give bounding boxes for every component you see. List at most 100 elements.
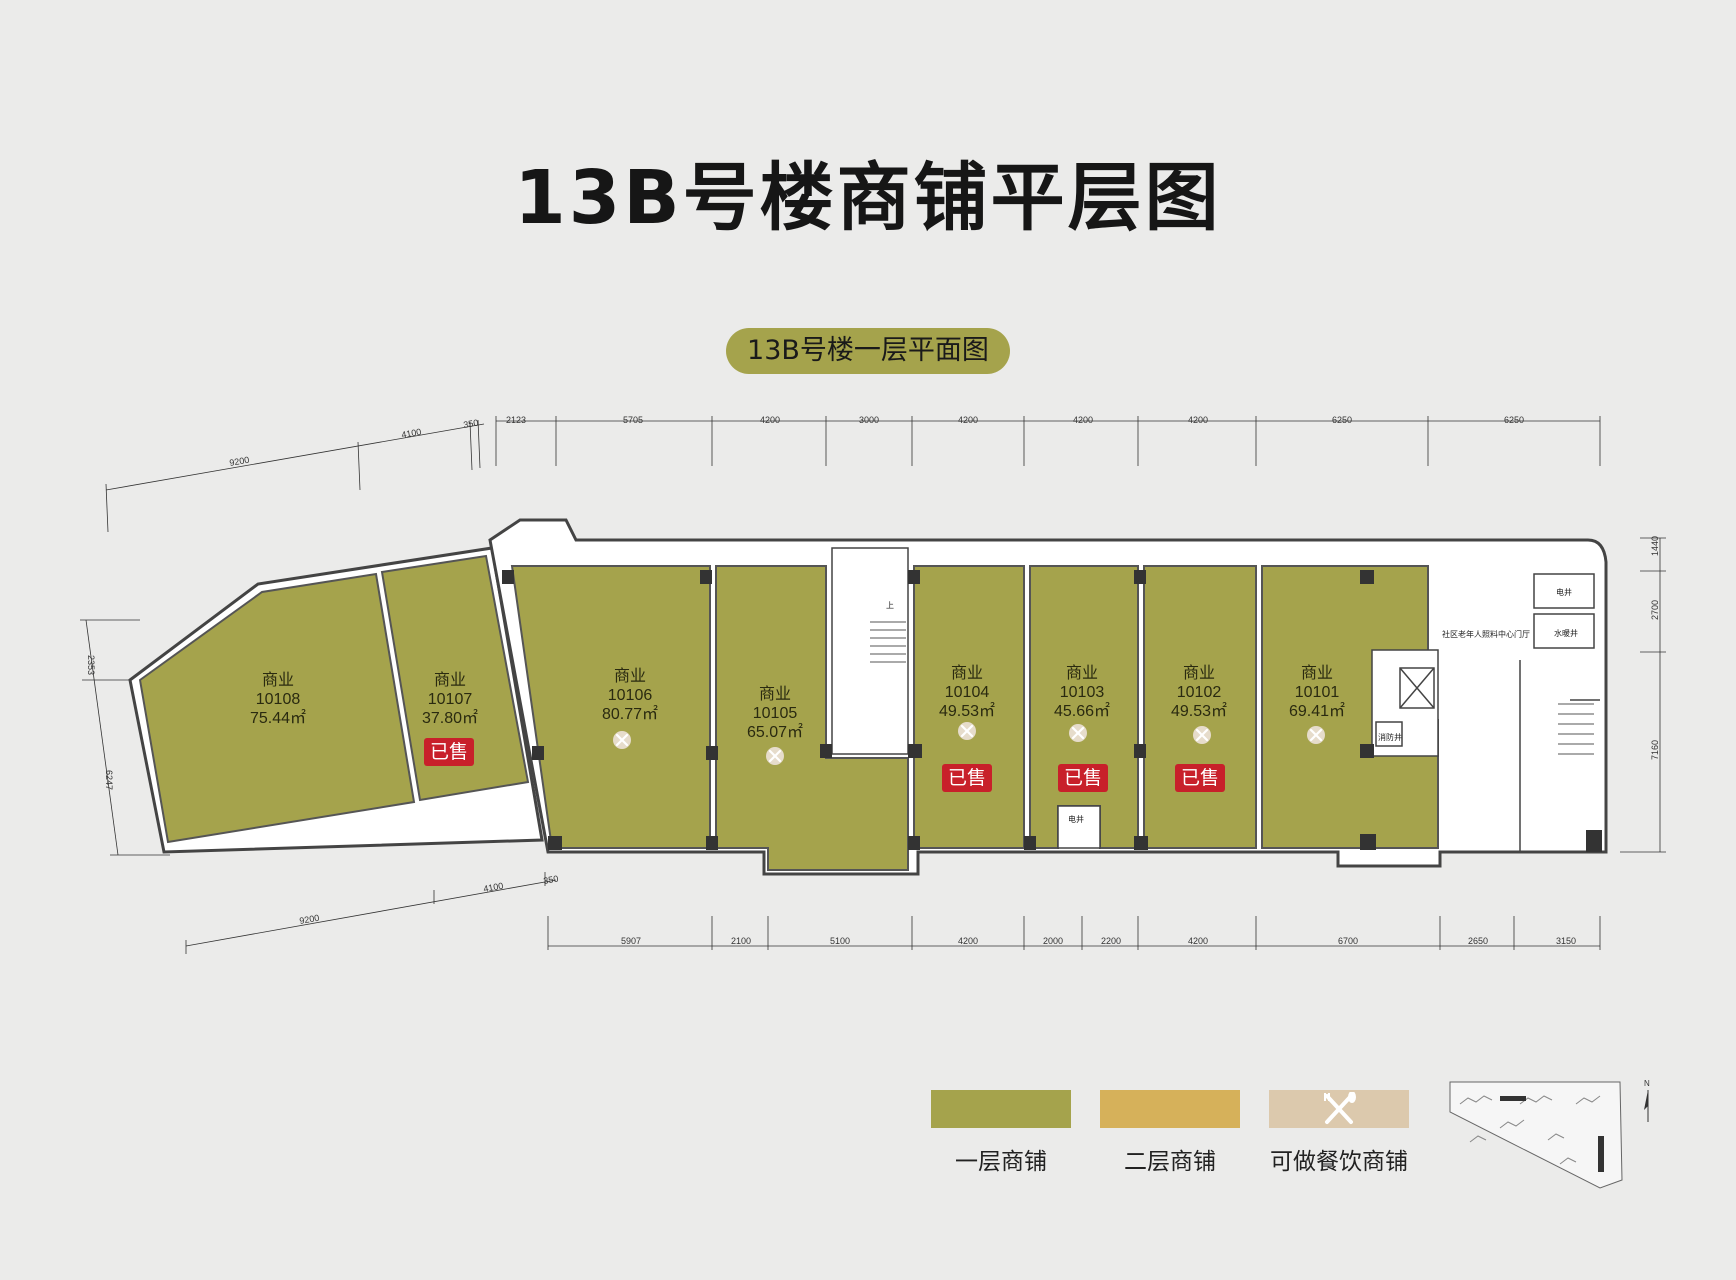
dim-topleft-3: 350 xyxy=(463,418,480,430)
unit-10103-area-label: 45.66㎡ xyxy=(1054,702,1110,720)
dim-bottom-4: 4200 xyxy=(958,936,978,946)
dim-top-4: 3000 xyxy=(859,415,879,425)
dim-top-9: 6250 xyxy=(1504,415,1524,425)
dimension-lines xyxy=(80,416,1666,954)
unit-10104-category: 商业 xyxy=(951,663,983,682)
dimension-labels: 2123 5705 4200 3000 4200 4200 4200 6250 … xyxy=(86,415,1660,946)
fork-knife-icon xyxy=(958,722,976,740)
structural-columns xyxy=(502,570,1602,852)
unit-10101-area-label: 69.41㎡ xyxy=(1289,702,1345,720)
dim-bottomleft-3: 350 xyxy=(543,874,560,886)
dim-bottom-7: 4200 xyxy=(1188,936,1208,946)
unit-10108-category: 商业 xyxy=(262,670,294,689)
dim-right-2: 2700 xyxy=(1650,600,1660,620)
unit-10103-category: 商业 xyxy=(1066,663,1098,682)
unit-10107-area-label: 37.80㎡ xyxy=(422,709,478,727)
unit-10106-number: 10106 xyxy=(608,687,653,704)
legend-label-dining: 可做餐饮商铺 xyxy=(1270,1149,1408,1175)
unit-10102-area xyxy=(1143,565,1257,849)
dim-top-1: 2123 xyxy=(506,415,526,425)
unit-labels: 商业 10108 75.44㎡ 商业 10107 37.80㎡ 商业 10106… xyxy=(250,663,1345,741)
dim-left-1: 2353 xyxy=(86,655,96,675)
unit-10108-area-label: 75.44㎡ xyxy=(250,709,306,727)
fork-knife-icon xyxy=(1069,724,1087,742)
unit-10105-area-label: 65.07㎡ xyxy=(747,723,803,741)
electric-shaft-label: 电井 xyxy=(1556,587,1572,597)
unit-10104-area xyxy=(913,565,1025,849)
unit-10106-area-label: 80.77㎡ xyxy=(602,705,658,723)
unit-10107-category: 商业 xyxy=(434,670,466,689)
unit-10104-number: 10104 xyxy=(945,684,990,701)
fork-knife-icon xyxy=(1307,726,1325,744)
room-labels: 社区老年人照料中心门厅 电井 水暖井 消防井 电井 上 xyxy=(886,587,1578,824)
unit-10102-area-label: 49.53㎡ xyxy=(1171,702,1227,720)
dim-bottomleft-1: 9200 xyxy=(299,913,320,926)
service-areas xyxy=(831,547,1600,852)
fork-knife-icon xyxy=(766,747,784,765)
fork-knife-icon xyxy=(1193,726,1211,744)
dim-bottom-2: 2100 xyxy=(731,936,751,946)
unit-10105-category: 商业 xyxy=(759,684,791,703)
unit-10105-number: 10105 xyxy=(753,705,798,722)
legend-swatch-dining xyxy=(1269,1090,1409,1128)
sold-badge-10104: 已售 xyxy=(942,764,992,792)
floor-label: 13B号楼一层平面图 xyxy=(726,328,1010,374)
dim-right-3: 7160 xyxy=(1650,740,1660,760)
dim-top-7: 4200 xyxy=(1188,415,1208,425)
dim-topleft-1: 9200 xyxy=(229,455,250,468)
unit-10103-number: 10103 xyxy=(1060,684,1105,701)
staircase xyxy=(870,621,1594,755)
legend-second-floor: 二层商铺 xyxy=(1100,1090,1240,1176)
dining-icons xyxy=(613,722,1325,765)
svg-text:N: N xyxy=(1644,1079,1650,1088)
fork-knife-icon xyxy=(613,731,631,749)
water-shaft-label: 水暖井 xyxy=(1554,628,1578,638)
legend-ground-floor: 一层商铺 xyxy=(931,1090,1071,1176)
unit-10104-area-label: 49.53㎡ xyxy=(939,702,995,720)
dim-top-6: 4200 xyxy=(1073,415,1093,425)
dim-bottom-9: 2650 xyxy=(1468,936,1488,946)
unit-10107-area xyxy=(380,554,530,802)
fire-shaft-label: 消防井 xyxy=(1378,732,1402,742)
dim-bottom-6: 2200 xyxy=(1101,936,1121,946)
legend-label-ground: 一层商铺 xyxy=(955,1149,1047,1175)
dim-top-2: 5705 xyxy=(623,415,643,425)
dim-bottom-10: 3150 xyxy=(1556,936,1576,946)
elder-care-label: 社区老年人照料中心门厅 xyxy=(1442,629,1530,639)
sold-badge-10103: 已售 xyxy=(1058,764,1108,792)
unit-10106-category: 商业 xyxy=(614,666,646,685)
unit-10108-number: 10108 xyxy=(256,691,301,708)
north-arrow-icon: N xyxy=(1644,1079,1650,1122)
dim-bottomleft-2: 4100 xyxy=(483,881,504,894)
dim-top-5: 4200 xyxy=(958,415,978,425)
legend-dining: 可做餐饮商铺 xyxy=(1269,1090,1409,1176)
unit-10101-category: 商业 xyxy=(1301,663,1333,682)
dim-bottom-3: 5100 xyxy=(830,936,850,946)
dim-right-1: 1440 xyxy=(1650,536,1660,556)
unit-10101-number: 10101 xyxy=(1295,684,1340,701)
legend-swatch-second xyxy=(1100,1090,1240,1128)
dim-topleft-2: 4100 xyxy=(401,427,422,440)
unit-10107-number: 10107 xyxy=(428,691,473,708)
page-title: 13B号楼商铺平层图 xyxy=(514,155,1222,241)
sold-badge-10107: 已售 xyxy=(424,738,474,766)
fork-knife-icon xyxy=(1324,1092,1356,1124)
dim-top-8: 6250 xyxy=(1332,415,1352,425)
stair-up-label: 上 xyxy=(886,601,894,610)
dim-bottom-8: 6700 xyxy=(1338,936,1358,946)
site-key-plan xyxy=(1449,1081,1623,1189)
dim-bottom-5: 2000 xyxy=(1043,936,1063,946)
electric-shaft-2-label: 电井 xyxy=(1068,814,1084,824)
dim-left-2: 6247 xyxy=(104,770,114,790)
legend-label-second: 二层商铺 xyxy=(1124,1149,1216,1175)
unit-areas xyxy=(138,554,1439,871)
unit-10108-area xyxy=(138,572,416,844)
unit-10102-category: 商业 xyxy=(1183,663,1215,682)
unit-10102-number: 10102 xyxy=(1177,684,1222,701)
dim-bottom-1: 5907 xyxy=(621,936,641,946)
legend-swatch-ground xyxy=(931,1090,1071,1128)
sold-badge-10102: 已售 xyxy=(1175,764,1225,792)
dim-top-3: 4200 xyxy=(760,415,780,425)
unit-10105-area xyxy=(715,565,909,871)
